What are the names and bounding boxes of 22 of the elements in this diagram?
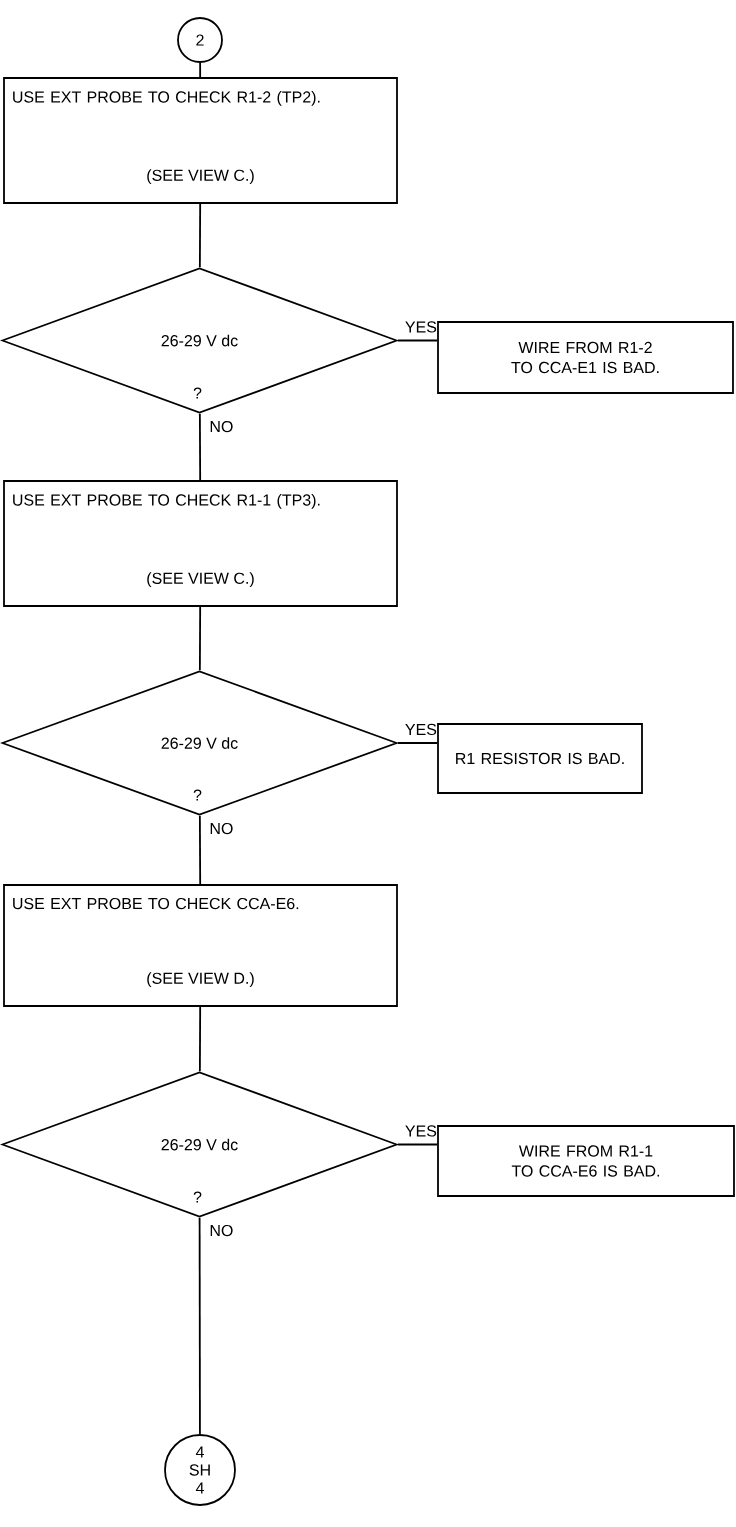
edge-label: YES bbox=[405, 321, 437, 333]
result-box: WIRE FROM R1-2 TO CCA-E1 IS BAD. bbox=[437, 321, 734, 394]
edge-label: NO bbox=[210, 822, 233, 835]
connector-line bbox=[397, 742, 438, 744]
edge-label: YES bbox=[405, 723, 437, 736]
connector-line bbox=[198, 814, 202, 885]
connector-line bbox=[199, 62, 202, 79]
edge-label: YES bbox=[405, 1125, 437, 1137]
process-box: USE EXT PROBE TO CHECK R1-1 (TP3). (SEE VIEW C.) bbox=[3, 480, 398, 607]
connector-line bbox=[198, 412, 202, 481]
edge-label: NO bbox=[210, 420, 233, 433]
connector-line bbox=[198, 203, 202, 269]
connector-line bbox=[198, 1006, 202, 1073]
connector-line bbox=[198, 606, 202, 672]
connector-line bbox=[397, 1143, 438, 1146]
connector-line bbox=[198, 1216, 201, 1435]
process-box: USE EXT PROBE TO CHECK CCA-E6. (SEE VIEW D.) bbox=[3, 884, 398, 1007]
connector-line bbox=[397, 339, 438, 342]
edge-label: NO bbox=[210, 1224, 233, 1237]
process-box: USE EXT PROBE TO CHECK R1-2 (TP2). (SEE VIEW C.) bbox=[3, 77, 398, 204]
result-box: WIRE FROM R1-1 TO CCA-E6 IS BAD. bbox=[437, 1125, 735, 1197]
result-box: R1 RESISTOR IS BAD. bbox=[437, 723, 643, 794]
